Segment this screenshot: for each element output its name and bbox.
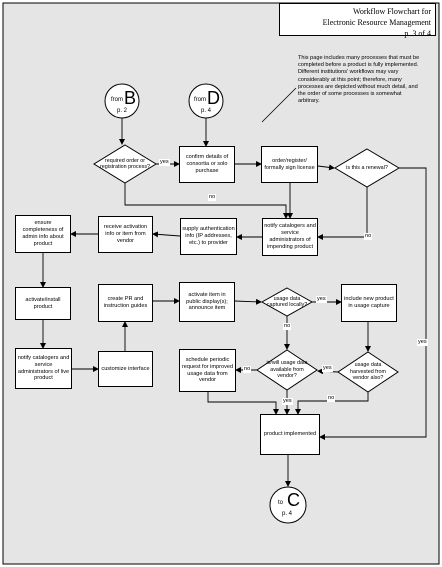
process-include-product: include new product in usage capture xyxy=(341,284,397,322)
label-no-harvested: no xyxy=(327,395,336,402)
process-schedule-request: schedule periodic request for improved u… xyxy=(179,349,236,392)
from-b-page: p. 2 xyxy=(117,108,128,114)
label-yes-locally: yes xyxy=(316,296,327,303)
process-receive-activation: receive activation info or item from ven… xyxy=(98,216,153,253)
label-no-locally: no xyxy=(283,323,292,330)
to-c-prefix: to xyxy=(278,500,284,506)
process-customize-interface: customize interface xyxy=(98,351,153,387)
label-no-available: no xyxy=(243,366,252,373)
process-notify-catalogers: notify catalogers and service administra… xyxy=(15,348,72,389)
process-ensure-completeness: ensure completeness of admin info about … xyxy=(15,215,71,253)
process-create-pr: create PR and instruction guides xyxy=(98,284,153,322)
process-confirm-details: confirm details of consortia or solo pur… xyxy=(179,146,235,183)
title-line-2: Electronic Resource Management xyxy=(322,18,431,27)
process-activate-public: activate item in public display(s); anno… xyxy=(179,282,235,322)
decision-usage-harvested-text: usage data harvested from vendor also? xyxy=(350,362,386,382)
from-d-letter: D xyxy=(207,88,220,108)
process-order-register: order/register/ formally sign license xyxy=(261,146,318,183)
title-block: Workflow Flowchart for Electronic Resour… xyxy=(279,3,436,38)
process-product-implemented: product implemented xyxy=(260,414,320,455)
process-activate-install: activate/install product xyxy=(15,287,71,320)
page-number: p. 3 of 4 xyxy=(404,29,431,38)
decision-usage-locally-text: usage data captured locally? xyxy=(266,295,308,308)
label-yes-harvested: yes xyxy=(322,365,333,372)
label-no-required: no xyxy=(208,194,217,201)
title-line-1: Workflow Flowchart for xyxy=(352,7,431,16)
process-notify-service-admins: notify catalogers and service administra… xyxy=(262,218,318,256)
note-text: This page includes many processes that m… xyxy=(298,55,420,105)
from-d-page: p. 4 xyxy=(201,108,212,114)
decision-required-order-text: required order or registration process? xyxy=(99,157,151,170)
from-b-prefix: from xyxy=(111,97,123,103)
to-c-connector xyxy=(269,486,307,524)
decision-is-renewal-text: is this a renewal? xyxy=(346,164,388,171)
label-yes-required: yes xyxy=(159,159,170,166)
decision-usage-available-text: is/will usage data available from vendor… xyxy=(266,360,308,380)
process-supply-auth: supply authentication info (IP addresses… xyxy=(180,218,237,255)
to-c-page: p. 4 xyxy=(282,511,293,517)
to-c-letter: C xyxy=(287,490,300,510)
label-yes-available: yes xyxy=(282,398,293,405)
label-yes-renewal: yes xyxy=(417,339,428,346)
label-no-renewal: no xyxy=(364,233,373,240)
from-b-letter: B xyxy=(124,88,137,108)
from-d-prefix: from xyxy=(194,97,206,103)
